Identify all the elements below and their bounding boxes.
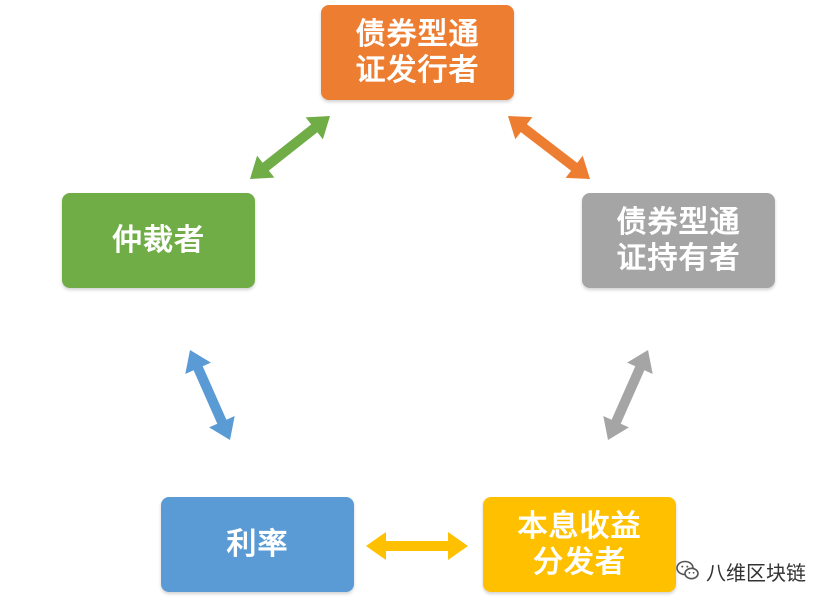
holder-node: 债券型通 证持有者 [582,193,775,288]
rate-node: 利率 [161,497,354,592]
arrow-rate-arbiter [185,350,235,440]
rate-label: 利率 [226,526,289,562]
arrow-holder-payer [603,350,653,440]
arrow-payer-rate [366,532,468,560]
payer-label: 本息收益 分发者 [517,508,642,580]
payer-node: 本息收益 分发者 [483,497,676,592]
holder-label: 债券型通 证持有者 [616,204,741,276]
issuer-label: 债券型通 证发行者 [355,16,480,88]
arbiter-label: 仲裁者 [112,222,205,258]
wechat-icon [676,560,699,580]
arrow-arbiter-issuer [250,116,330,179]
arbiter-node: 仲裁者 [62,193,255,288]
issuer-node: 债券型通 证发行者 [321,5,514,100]
watermark-text: 八维区块链 [706,560,806,585]
arrow-issuer-holder [508,116,590,179]
watermark: 八维区块链 [676,555,806,587]
